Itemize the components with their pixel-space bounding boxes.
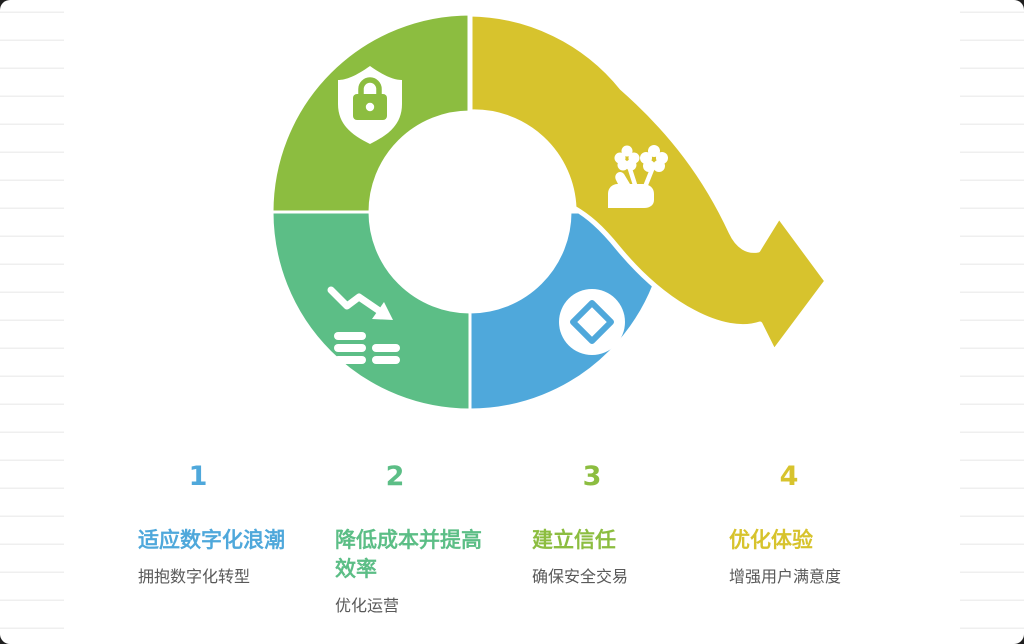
cost-decline-icon bbox=[327, 286, 400, 364]
step-3-column: 3 建立信任 确保安全交易 bbox=[532, 462, 729, 617]
step-3-subtitle: 确保安全交易 bbox=[532, 567, 629, 586]
coin-diamond-icon bbox=[559, 289, 625, 355]
step-4-title: 优化体验 bbox=[729, 528, 813, 552]
hand-flowers-icon bbox=[608, 145, 668, 208]
step-4-number: 4 bbox=[779, 461, 799, 492]
step-4-column: 4 优化体验 增强用户满意度 bbox=[729, 462, 926, 617]
step-2-title: 降低成本并提高效率 bbox=[335, 528, 482, 581]
step-1-column: 1 适应数字化浪潮 拥抱数字化转型 bbox=[138, 462, 335, 617]
step-1-title: 适应数字化浪潮 bbox=[138, 528, 285, 552]
step-3-number: 3 bbox=[582, 461, 602, 492]
step-2-number: 2 bbox=[385, 461, 405, 492]
step-3-title: 建立信任 bbox=[532, 528, 616, 552]
step-4-subtitle: 增强用户满意度 bbox=[729, 567, 842, 586]
step-1-subtitle: 拥抱数字化转型 bbox=[138, 567, 251, 586]
segment-cost bbox=[270, 210, 472, 412]
steps-legend: 1 适应数字化浪潮 拥抱数字化转型 2 降低成本并提高效率 优化运营 3 建立信… bbox=[138, 462, 926, 617]
step-2-subtitle: 优化运营 bbox=[335, 596, 400, 615]
shield-lock-icon bbox=[338, 66, 402, 144]
step-2-column: 2 降低成本并提高效率 优化运营 bbox=[335, 462, 532, 617]
step-1-number: 1 bbox=[188, 461, 208, 492]
